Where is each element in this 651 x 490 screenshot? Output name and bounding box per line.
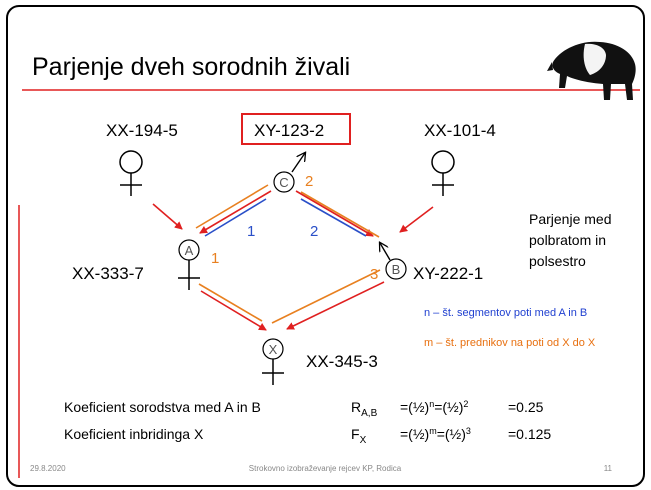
orange-path-line: [198, 283, 263, 322]
blue-count-1: 1: [247, 223, 255, 240]
side-note-line: polbratom in: [529, 232, 606, 248]
inbreeding-label: Koeficient inbridinga X: [64, 426, 204, 442]
orange-path-line: [300, 191, 380, 238]
legend-m: m – št. prednikov na poti od X do X: [424, 337, 596, 349]
node-a-label: A: [185, 243, 194, 258]
parent-arrow: [152, 203, 183, 230]
animal-top-left-label: XX-194-5: [106, 121, 178, 140]
blue-path-line: [204, 198, 267, 237]
kinship-formula: RA,B=(½)n=(½)2=0.25: [351, 399, 544, 419]
node-c-label: C: [279, 175, 288, 190]
animal-mid-right-label: XY-222-1: [413, 264, 483, 283]
animal-top-center-label: XY-123-2: [254, 121, 324, 140]
blue-count-2: 2: [310, 223, 318, 240]
node-x-label: X: [269, 342, 278, 357]
node-b-circle: [385, 258, 407, 280]
parent-arrow: [199, 190, 272, 234]
parent-arrow: [286, 281, 385, 330]
page-number: 11: [604, 464, 613, 473]
slide-title: Parjenje dveh sorodnih živali: [32, 53, 350, 81]
parent-arrow: [399, 206, 434, 233]
legend-n: n – št. segmentov poti med A in B: [424, 307, 587, 319]
orange-path-line: [195, 184, 269, 229]
blue-path-line: [300, 198, 367, 237]
highlight-box: [241, 113, 351, 145]
animal-mid-left-label: XX-333-7: [72, 264, 144, 283]
node-b-label: B: [392, 262, 401, 277]
footer-text: Strokovno izobraževanje rejcev KP, Rodic…: [249, 464, 402, 473]
slide-frame: [6, 5, 645, 487]
node-c-circle: [273, 171, 295, 193]
footer-date: 29.8.2020: [30, 464, 66, 473]
orange-count-c: 2: [305, 173, 313, 190]
inbreeding-formula: FX=(½)m=(½)3=0.125: [351, 426, 551, 446]
female-symbol-icon: [178, 260, 200, 290]
male-symbol-icon: [380, 243, 391, 261]
orange-count-a: 1: [211, 250, 219, 267]
female-symbol-icon: [119, 150, 143, 196]
side-note-line: Parjenje med: [529, 211, 612, 227]
side-note-line: polsestro: [529, 253, 586, 269]
kinship-label: Koeficient sorodstva med A in B: [64, 399, 261, 415]
orange-count-b: 3: [370, 266, 378, 283]
parent-arrow: [200, 290, 267, 331]
pig-silhouette-icon: [547, 41, 636, 100]
orange-path-line: [271, 269, 381, 324]
animal-bottom-label: XX-345-3: [306, 352, 378, 371]
male-symbol-icon: [291, 153, 305, 173]
animal-top-right-label: XX-101-4: [424, 121, 496, 140]
female-symbol-icon: [262, 359, 284, 385]
parent-arrow: [295, 190, 374, 237]
female-symbol-icon: [431, 150, 455, 196]
